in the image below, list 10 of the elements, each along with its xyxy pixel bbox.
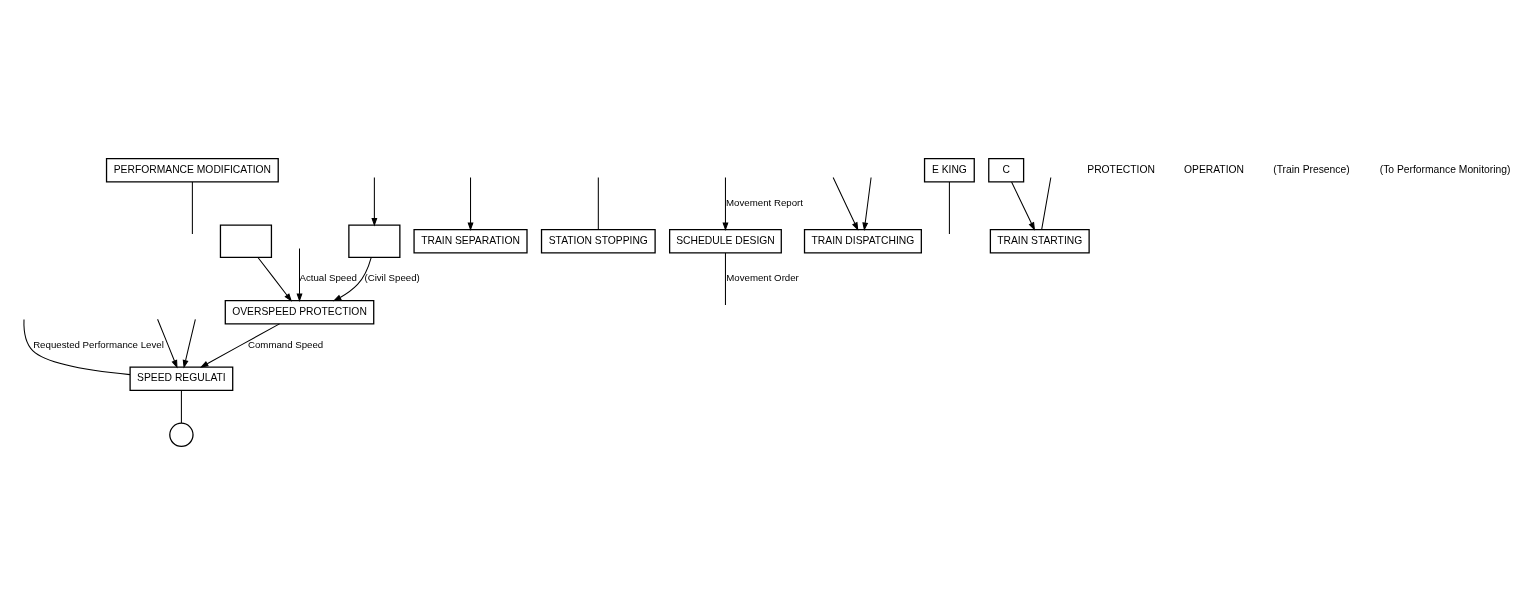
edge-label: Actual Speed [299, 272, 357, 284]
label: PROTECTION [1087, 163, 1155, 175]
label: (To Performance Monitoring) [1379, 163, 1511, 175]
label: OPERATION [1184, 163, 1244, 175]
label: (Train Presence) [1273, 163, 1350, 175]
edge-label: (Civil Speed) [364, 272, 420, 284]
edge-label: Command Speed [247, 338, 324, 350]
edge-label: Movement Report [726, 196, 803, 208]
edge-label: Requested Performance Level [33, 338, 164, 350]
edge-label: Movement Order [726, 272, 799, 284]
